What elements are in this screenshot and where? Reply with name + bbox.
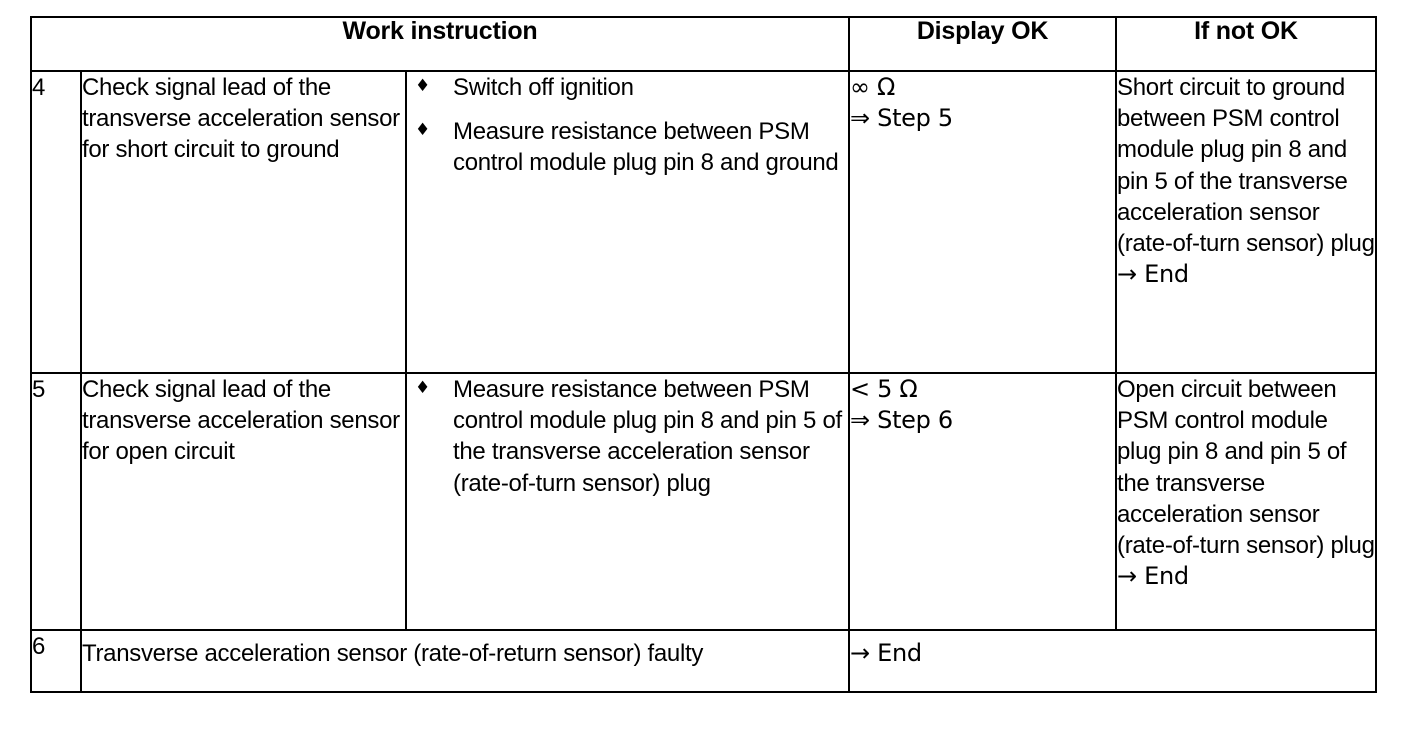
work-instruction-text: Check signal lead of the transverse acce… [80,372,407,631]
diamond-bullet-icon: ♦ [415,378,430,398]
diamond-bullet-icon: ♦ [415,120,430,141]
list-item: ♦ Measure resistance between PSM control… [407,116,848,178]
if-not-ok-text: Short circuit to ground between PSM cont… [1117,74,1375,257]
column-header-display-ok: Display OK [848,16,1117,72]
table-row: 4 Check signal lead of the transverse ac… [30,70,1377,374]
work-instruction-table: Work instruction Display OK If not OK 4 … [30,16,1377,693]
action-list-cell: ♦ Switch off ignition ♦ Measure resistan… [405,70,850,374]
action-list: ♦ Measure resistance between PSM control… [407,374,848,499]
display-ok-cell: → End [848,629,1377,693]
column-header-if-not-ok: If not OK [1115,16,1377,72]
display-ok-next-step: ⇒ Step 5 [850,104,953,133]
display-ok-next-step: ⇒ Step 6 [850,406,953,435]
display-ok-value: ∞ Ω [850,73,896,101]
list-item: ♦ Switch off ignition [407,72,848,103]
list-item: ♦ Measure resistance between PSM control… [407,374,848,499]
column-header-work-instruction: Work instruction [30,16,850,72]
step-number: 6 [30,629,82,693]
table-row: 6 Transverse acceleration sensor (rate-o… [30,629,1377,693]
table-row: 5 Check signal lead of the transverse ac… [30,372,1377,631]
if-not-ok-text: Open circuit between PSM control module … [1117,376,1375,559]
table-header-row: Work instruction Display OK If not OK [30,16,1377,72]
action-text: Measure resistance between PSM control m… [453,118,839,177]
diamond-bullet-icon: ♦ [415,76,430,96]
action-list-cell: ♦ Measure resistance between PSM control… [405,372,850,631]
display-ok-cell: < 5 Ω ⇒ Step 6 [848,372,1117,631]
work-instruction-text: Transverse acceleration sensor (rate-of-… [80,629,850,693]
if-not-ok-end: → End [1117,562,1189,591]
step-number: 4 [30,70,82,374]
display-ok-cell: ∞ Ω ⇒ Step 5 [848,70,1117,374]
if-not-ok-cell: Short circuit to ground between PSM cont… [1115,70,1377,374]
display-ok-value: < 5 Ω [850,375,918,403]
action-text: Measure resistance between PSM control m… [453,376,842,497]
action-text: Switch off ignition [453,74,634,101]
step-number: 5 [30,372,82,631]
if-not-ok-end: → End [1117,260,1189,289]
if-not-ok-cell: Open circuit between PSM control module … [1115,372,1377,631]
action-list: ♦ Switch off ignition ♦ Measure resistan… [407,72,848,179]
work-instruction-text: Check signal lead of the transverse acce… [80,70,407,374]
